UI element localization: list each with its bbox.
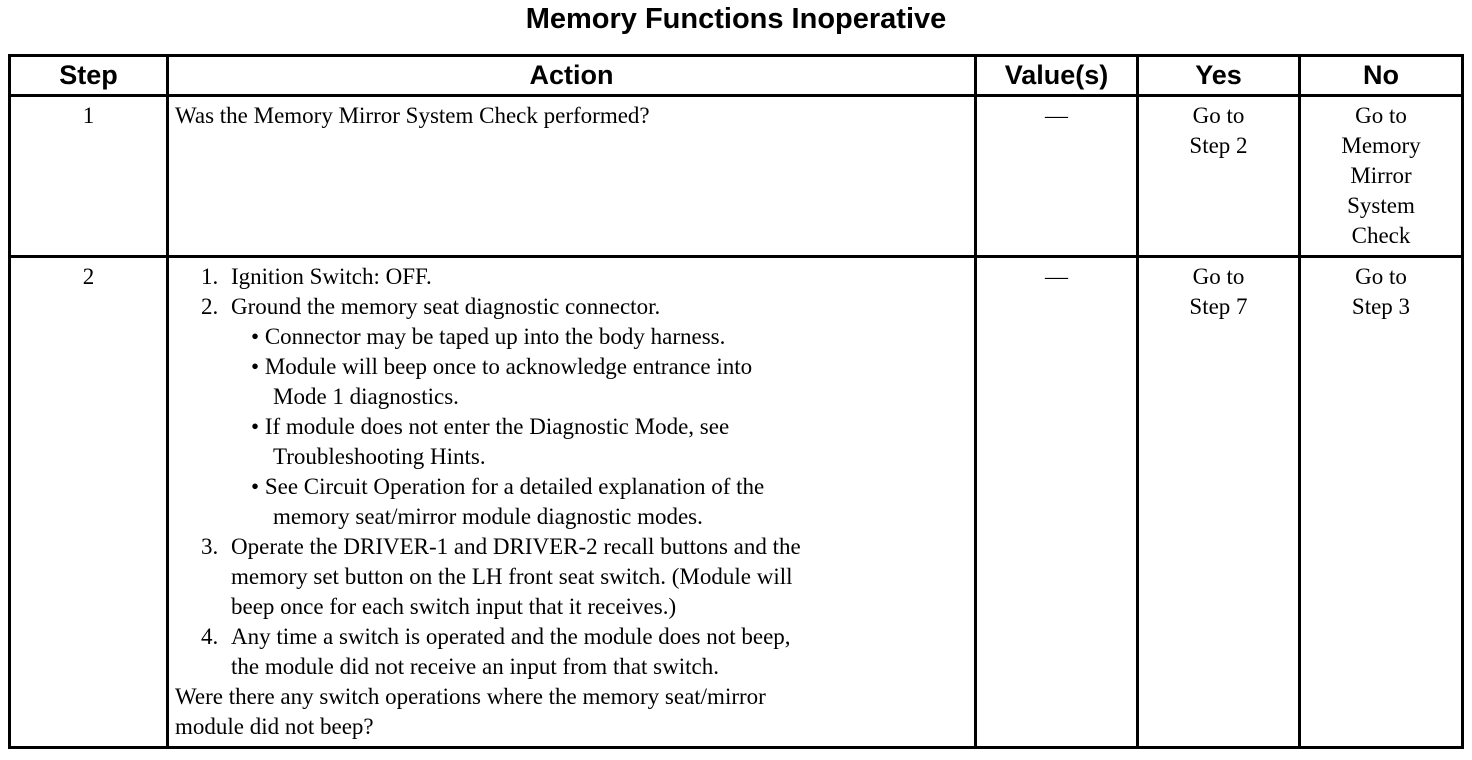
action-text: Was the Memory Mirror System Check perfo… — [175, 103, 650, 128]
bullet-item: • See Circuit Operation for a detailed e… — [251, 474, 765, 499]
action-step: 4. Any time a switch is operated and the … — [175, 622, 968, 652]
action-cell: Was the Memory Mirror System Check perfo… — [166, 94, 977, 258]
no-cell: Go to Memory Mirror System Check — [1298, 94, 1464, 258]
question-text: module did not beep? — [175, 714, 374, 739]
bullet-text: If module does not enter the Diagnostic … — [264, 414, 730, 439]
value-cell: — — [974, 94, 1139, 258]
bullet-text: Connector may be taped up into the body … — [264, 324, 726, 349]
question-text: Were there any switch operations where t… — [175, 684, 766, 709]
step-number: 2 — [8, 255, 169, 749]
no-line: Memory — [1341, 133, 1421, 158]
step-label: 1. — [201, 264, 219, 289]
step-text: the module did not receive an input from… — [231, 654, 719, 679]
bullet-item: • If module does not enter the Diagnosti… — [251, 414, 730, 439]
no-line: Check — [1351, 223, 1411, 248]
header-yes: Yes — [1136, 54, 1301, 97]
step-text: Ignition Switch: OFF. — [231, 264, 432, 289]
bullet-text: Troubleshooting Hints. — [273, 444, 486, 469]
step-text: Any time a switch is operated and the mo… — [231, 624, 791, 649]
bullet-text: Module will beep once to acknowledge ent… — [264, 354, 753, 379]
bullet-text: See Circuit Operation for a detailed exp… — [264, 474, 765, 499]
header-values: Value(s) — [974, 54, 1139, 97]
action-cell: 1. Ignition Switch: OFF. 2. Ground the mem… — [166, 255, 977, 749]
step-text: Operate the DRIVER-1 and DRIVER-2 recall… — [231, 534, 801, 559]
no-line: Go to — [1355, 103, 1407, 128]
table-row: 2 1. Ignition Switch: OFF. 2. Ground the m… — [8, 255, 1464, 749]
step-text: Ground the memory seat diagnostic connec… — [231, 294, 661, 319]
no-line: Step 3 — [1351, 294, 1411, 319]
value-cell: — — [974, 255, 1139, 749]
no-cell: Go to Step 3 — [1298, 255, 1464, 749]
table-row: 1 Was the Memory Mirror System Check per… — [8, 94, 1464, 258]
step-label: 2. — [201, 294, 219, 319]
bullet-item: • Module will beep once to acknowledge e… — [251, 354, 753, 379]
yes-cell: Go to Step 2 — [1136, 94, 1301, 258]
no-line: Go to — [1355, 264, 1407, 289]
action-step: 3. Operate the DRIVER-1 and DRIVER-2 reca… — [175, 532, 968, 562]
header-action: Action — [166, 54, 977, 97]
step-label: 3. — [201, 534, 219, 559]
page-title: Memory Functions Inoperative — [525, 3, 947, 35]
yes-cell: Go to Step 7 — [1136, 255, 1301, 749]
bullet-text: memory seat/mirror module diagnostic mod… — [273, 504, 703, 529]
bullet-item: • Connector may be taped up into the bod… — [251, 324, 726, 349]
yes-line: Go to — [1192, 103, 1245, 128]
step-text: beep once for each switch input that it … — [231, 594, 677, 619]
header-no: No — [1298, 54, 1464, 97]
header-step: Step — [8, 54, 169, 97]
yes-line: Step 2 — [1189, 133, 1248, 158]
step-number: 1 — [8, 94, 169, 258]
bullet-text: Mode 1 diagnostics. — [273, 384, 459, 409]
action-step: 2. Ground the memory seat diagnostic conn… — [175, 292, 968, 322]
action-step: 1. Ignition Switch: OFF. — [175, 262, 968, 292]
no-line: System — [1347, 193, 1415, 218]
step-text: memory set button on the LH front seat s… — [231, 564, 793, 589]
yes-line: Go to — [1192, 264, 1245, 289]
yes-line: Step 7 — [1189, 294, 1248, 319]
no-line: Mirror — [1350, 163, 1412, 188]
step-label: 4. — [201, 624, 219, 649]
diagnostic-table: Step Action Value(s) Yes No 1 Was the Me… — [8, 54, 1464, 749]
table-header-row: Step Action Value(s) Yes No — [8, 54, 1464, 97]
